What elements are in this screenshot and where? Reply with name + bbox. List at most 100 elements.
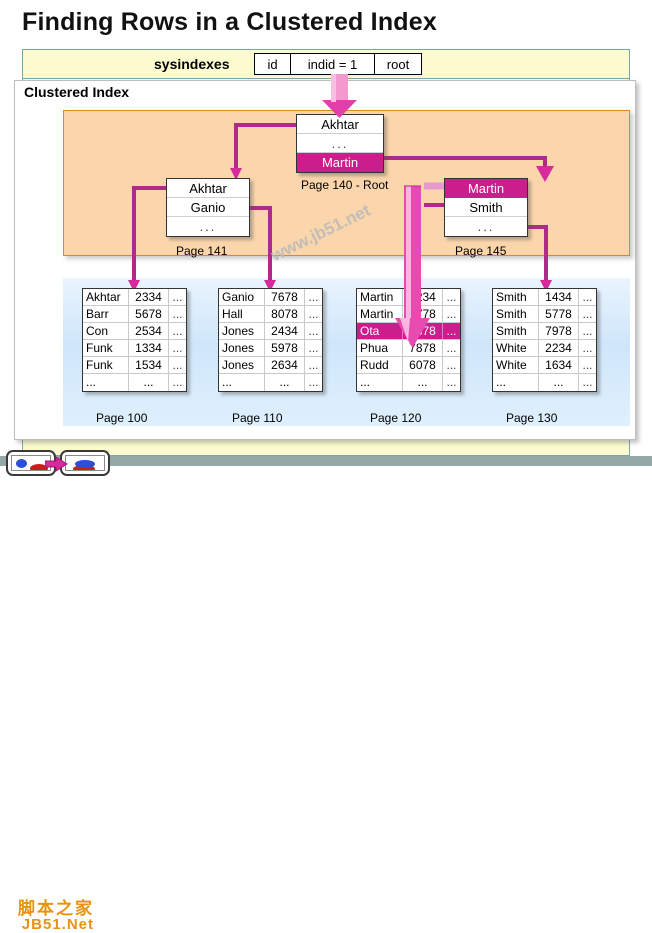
leaf-value: 7678 [265, 289, 305, 305]
leaf-key: ... [357, 374, 403, 391]
page-title: Finding Rows in a Clustered Index [22, 8, 437, 36]
leaf-more: ... [446, 324, 457, 338]
leaf-value: 7878 [403, 340, 443, 356]
leaf-more: ... [582, 375, 593, 389]
leaf-key: Jones [219, 340, 265, 356]
leaf-row: ......... [83, 374, 186, 391]
index-row-highlighted: Martin [297, 153, 383, 172]
slide-canvas: Finding Rows in a Clustered Index sysind… [0, 8, 652, 933]
leaf-key: White [493, 340, 539, 356]
leaf-value: ... [539, 374, 579, 391]
arrow-sysindexes-to-root [322, 74, 357, 118]
red-shape-icon [30, 464, 48, 470]
leaf-key: Akhtar [83, 289, 129, 305]
non-leaf-level-region [63, 110, 630, 256]
leaf-key: Smith [493, 306, 539, 322]
index-node-page145[interactable]: Martin Smith ... [444, 178, 528, 237]
leaf-value: 2634 [265, 357, 305, 373]
index-row-highlighted: Martin [445, 179, 527, 198]
leaf-key: Martin [357, 289, 403, 305]
leaf-page-caption: Page 120 [370, 411, 422, 425]
leaf-value: 1534 [129, 357, 169, 373]
leaf-value: 2234 [539, 340, 579, 356]
leaf-key: Rudd [357, 357, 403, 373]
leaf-row: ......... [493, 374, 596, 391]
index-node-caption: Page 141 [176, 244, 228, 258]
leaf-value: 7978 [539, 323, 579, 339]
leaf-more: ... [172, 375, 183, 389]
index-node-page141[interactable]: Akhtar Ganio ... [166, 178, 250, 237]
leaf-row: ......... [357, 374, 460, 391]
leaf-key: Smith [493, 289, 539, 305]
leaf-key: Con [83, 323, 129, 339]
leaf-key: Phua [357, 340, 403, 356]
leaf-value: 5778 [539, 306, 579, 322]
leaf-value: 2434 [265, 323, 305, 339]
leaf-value: 1634 [539, 357, 579, 373]
leaf-value: 1334 [129, 340, 169, 356]
brand-watermark-en: JB51.Net [21, 916, 94, 933]
arrow-page145-to-leaf120 [395, 185, 430, 348]
index-row: Akhtar [297, 115, 383, 134]
index-row: Ganio [167, 198, 249, 217]
leaf-more: ... [582, 307, 593, 321]
leaf-row: ......... [219, 374, 322, 391]
index-row: ... [477, 219, 495, 234]
leaf-value: ... [129, 374, 169, 391]
leaf-value: 5678 [129, 306, 169, 322]
leaf-more: ... [582, 324, 593, 338]
leaf-key: ... [493, 374, 539, 391]
leaf-key: Jones [219, 357, 265, 373]
clustered-index-label: Clustered Index [24, 84, 130, 100]
animation-thumbnail-before[interactable] [6, 450, 56, 476]
leaf-more: ... [582, 341, 593, 355]
leaf-value: 2334 [129, 289, 169, 305]
index-node-caption: Page 140 - Root [301, 178, 389, 192]
leaf-more: ... [172, 341, 183, 355]
leaf-key: Ganio [219, 289, 265, 305]
leaf-key: ... [83, 374, 129, 391]
connector-lines [128, 123, 554, 292]
leaf-value: ... [265, 374, 305, 391]
leaf-more: ... [446, 375, 457, 389]
leaf-more: ... [172, 307, 183, 321]
leaf-key: Martin [357, 306, 403, 322]
leaf-more: ... [308, 290, 319, 304]
leaf-more: ... [172, 324, 183, 338]
leaf-more: ... [446, 341, 457, 355]
index-node-caption: Page 145 [455, 244, 507, 258]
leaf-more: ... [308, 358, 319, 372]
index-row: ... [297, 134, 383, 153]
sysindexes-cell-id: id [255, 54, 291, 74]
index-row: Smith [445, 198, 527, 217]
leaf-key: Ota [357, 323, 403, 339]
leaf-value: 1434 [539, 289, 579, 305]
leaf-value: ... [403, 374, 443, 391]
leaf-key: Barr [83, 306, 129, 322]
sysindexes-cell-indid: indid = 1 [291, 54, 375, 74]
leaf-more: ... [446, 358, 457, 372]
sysindexes-cell-root: root [386, 56, 410, 72]
blue-shape-icon [75, 460, 95, 468]
leaf-more: ... [308, 307, 319, 321]
index-node-page140[interactable]: Akhtar ... Martin [296, 114, 384, 173]
leaf-key: White [493, 357, 539, 373]
leaf-key: Jones [219, 323, 265, 339]
bottom-bar [0, 456, 652, 466]
index-row: ... [199, 219, 217, 234]
leaf-more: ... [446, 290, 457, 304]
